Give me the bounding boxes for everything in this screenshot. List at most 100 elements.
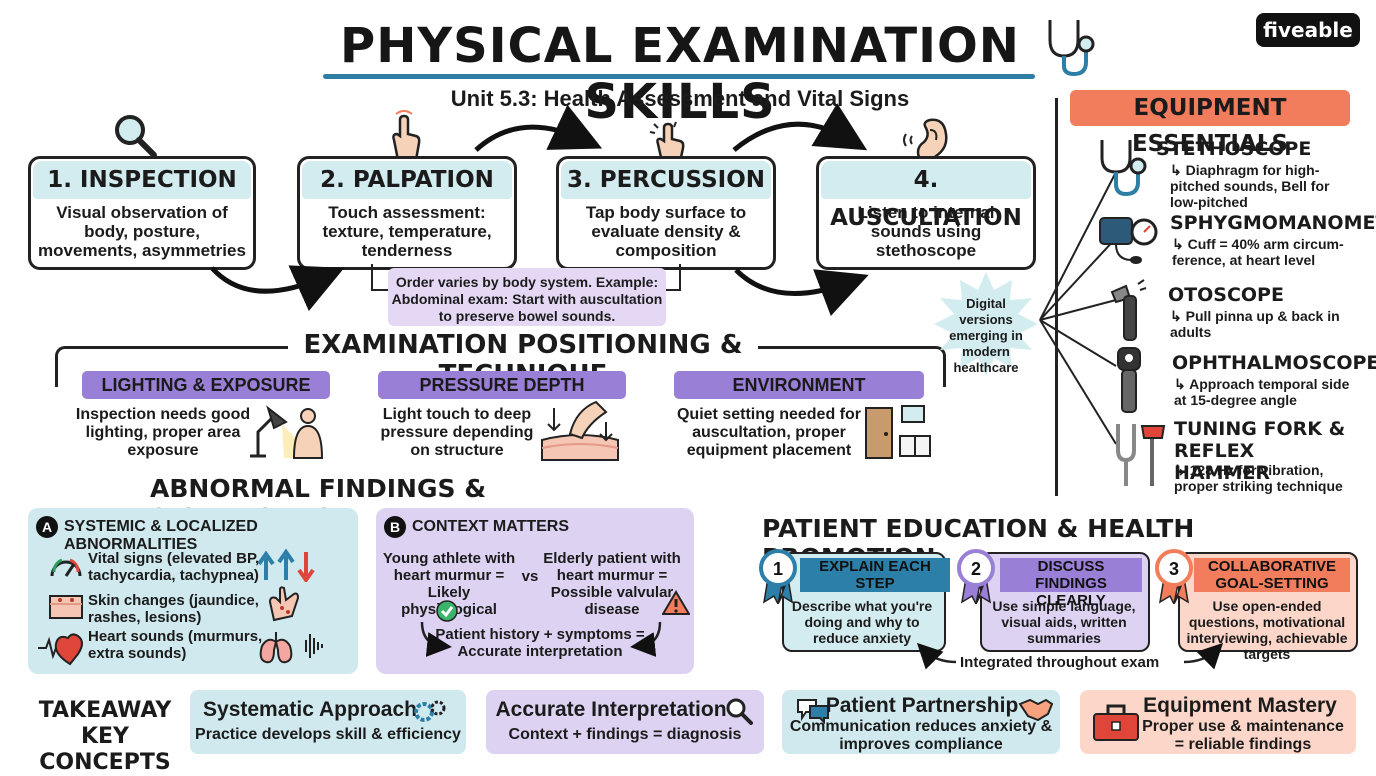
context-elderly-patient: Elderly patient with heart murmur = Poss… [543,550,681,618]
page-title: PHYSICAL EXAMINATION SKILLS [340,18,1020,130]
warning-icon [662,590,690,615]
equipment-name: SPHYGMOMANOMETER [1170,212,1376,234]
gears-icon [414,700,446,722]
takeaway-desc: Proper use & maintenance = reliable find… [1142,718,1344,753]
takeaway-title-text: Accurate Interpretation [495,698,727,721]
takeaway-title-text: Equipment Mastery [1143,694,1337,717]
panel-badge: A [36,516,58,538]
step-inspection: 1. INSPECTION Visual observation of body… [28,156,256,270]
integrated-note: Integrated throughout exam [960,654,1160,671]
stethoscope-icon [1100,140,1147,197]
otoscope-icon [1110,279,1147,341]
integrated-arrows [916,642,1224,670]
finding-heart-sounds: Heart sounds (murmurs, extra sounds) [88,628,263,662]
takeaway-desc: Communication reduces anxiety & improves… [789,718,1053,753]
handshake-icon [1018,698,1054,722]
touch-hand-icon [392,110,421,162]
panel-systemic-abnormalities: A SYSTEMIC & LOCALIZED ABNORMALITIES Vit… [28,508,358,674]
takeaway-title-text: Systematic Approach [203,698,417,721]
magnifier-icon [726,698,753,725]
ribbon-number: 1 [773,559,783,579]
equipment-desc: ↳ Cuff = 40% arm circum- ference, at hea… [1172,236,1344,268]
exam-room-icon [865,405,931,459]
equipment-desc: ↳ Diaphragm for high-pitched sounds, Bel… [1170,162,1330,210]
ribbon-badge-2: 2 [957,549,995,604]
tech-desc-environment: Quiet setting needed for auscultation, p… [676,406,861,459]
takeaway-card-equipment: Equipment Mastery Proper use & maintenan… [1080,690,1356,754]
equipment-title: EQUIPMENT ESSENTIALS [1070,90,1350,157]
step-title: 2. PALPATION [302,161,512,199]
step-title: 3. PERCUSSION [561,161,771,199]
tuning-fork-icon [1116,424,1166,486]
context-vs: vs [521,568,539,585]
step-desc: Tap body surface to evaluate density & c… [585,203,747,260]
magnifier-icon [115,115,157,158]
brand-logo: fiveable [1256,13,1360,47]
education-banner: EXPLAIN EACH STEP [800,558,950,592]
tap-hand-icon [649,121,685,164]
takeaway-card-systematic: Systematic Approach Practice develops sk… [190,690,466,754]
panel-title: CONTEXT MATTERS [412,518,570,535]
finger-pressure-icon [541,400,619,461]
ribbon-badge-1: 1 [759,549,797,604]
equipment-desc: ↳ 128 Hz for vibration, proper striking … [1174,462,1343,494]
digital-note: Digital versions emerging in modern heal… [949,296,1023,375]
bp-cuff-icon [1099,217,1158,264]
step-auscultation: 4. AUSCULTATION Listen to internal sound… [816,156,1036,270]
digital-burst-icon [934,272,1038,376]
context-conclusion: Patient history + symptoms = Accurate in… [435,626,645,660]
title-underline [323,74,1035,79]
panel-badge: B [384,516,406,538]
ribbon-number: 3 [1169,559,1179,579]
ophthalmoscope-icon [1117,347,1141,413]
takeaway-card-interpretation: Accurate Interpretation Context + findin… [486,690,764,754]
finding-vital-signs: Vital signs (elevated BP, tachycardia, t… [88,550,260,584]
education-desc: Describe what you're doing and why to re… [791,598,933,646]
takeaway-desc: Context + findings = diagnosis [508,726,742,743]
step-desc: Visual observation of body, posture, mov… [38,203,246,260]
panel-context-matters: B CONTEXT MATTERS Young athlete with hea… [376,508,694,674]
tech-desc-pressure: Light touch to deep pressure depending o… [380,406,534,459]
equipment-name: OTOSCOPE [1168,284,1284,306]
step-percussion: 3. PERCUSSION Tap body surface to evalua… [556,156,776,270]
ear-icon [903,118,948,162]
takeaway-title-text: Patient Partnership [825,694,1019,717]
ribbon-badge-3: 3 [1155,549,1193,604]
tech-desc-lighting: Inspection needs good lighting, proper a… [75,406,251,459]
order-note: Order varies by body system. Example: Ab… [388,268,666,326]
skin-icon [49,595,83,619]
page-subtitle: Unit 5.3: Health Assessment and Vital Si… [450,86,910,111]
takeaway-desc: Practice develops skill & efficiency [195,726,461,743]
equipment-divider [1055,98,1058,496]
toolbox-icon [1093,704,1139,741]
converge-arrows [420,621,662,657]
education-desc: Use open-ended questions, motivational i… [1186,598,1348,662]
arrows-up-down-icon [257,548,315,582]
gauge-icon [50,558,82,577]
equipment-name: STETHOSCOPE [1156,138,1312,160]
takeaway-card-partnership: Patient Partnership Communication reduce… [782,690,1060,754]
equipment-desc: ↳ Pull pinna up & back in adults [1170,308,1340,340]
lamp-icon [250,405,324,459]
tech-label-lighting: LIGHTING & EXPOSURE [82,371,330,399]
hand-rash-icon [268,586,300,622]
tech-label-pressure: PRESSURE DEPTH [378,371,626,399]
step-title: 4. AUSCULTATION [821,161,1031,231]
lungs-icon [259,632,323,664]
equipment-name: OPHTHALMOSCOPE [1172,352,1376,374]
speech-bubbles-icon [797,699,829,724]
finding-skin-changes: Skin changes (jaundice, rashes, lesions) [88,592,259,626]
tech-label-environment: ENVIRONMENT [674,371,924,399]
equipment-desc: ↳ Approach temporal side at 15-degree an… [1174,376,1350,408]
step-desc: Touch assessment: texture, temperature, … [322,203,492,260]
equipment-connector-lines [1039,171,1117,445]
education-desc: Use simple language, visual aids, writte… [992,598,1136,646]
step-title: 1. INSPECTION [33,161,251,199]
stethoscope-icon [1048,20,1095,77]
check-icon [436,600,458,622]
heart-icon [38,633,83,666]
step-palpation: 2. PALPATION Touch assessment: texture, … [297,156,517,270]
takeaway-title: TAKEAWAY KEY CONCEPTS [38,698,172,775]
panel-title: SYSTEMIC & LOCALIZED ABNORMALITIES [64,518,258,553]
step-desc: Listen to internal sounds using stethosc… [857,203,995,260]
